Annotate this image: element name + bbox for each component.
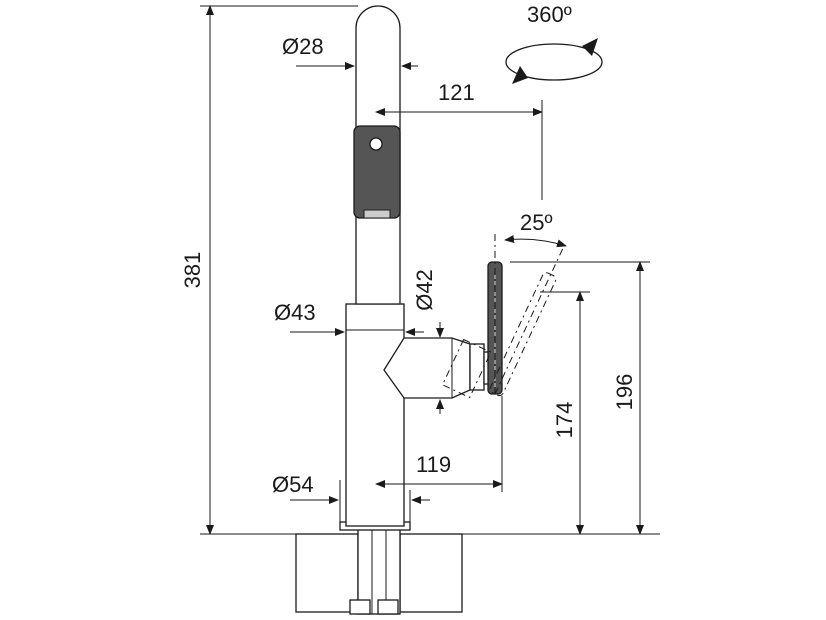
countertop-section	[200, 533, 660, 613]
dim-label-handle-height: 196	[612, 374, 637, 411]
dim-label-base-diameter: Ø54	[272, 472, 314, 497]
dim-reach	[375, 100, 543, 200]
dim-label-total-height: 381	[180, 252, 205, 289]
dim-total-height	[200, 5, 358, 535]
dim-label-angle: 25º	[520, 210, 553, 235]
spray-head	[353, 125, 401, 219]
spray-button-icon	[369, 137, 383, 151]
faucet-body	[345, 303, 405, 527]
dim-handle-reach	[375, 396, 503, 492]
dim-handle-height	[510, 261, 650, 535]
mounting-shank	[339, 521, 411, 615]
dim-label-handle-reach: 119	[416, 452, 451, 477]
dim-label-spout-height: 174	[552, 402, 577, 439]
dim-label-reach: 121	[438, 80, 475, 105]
dim-label-lever-diameter: Ø42	[412, 269, 437, 311]
handle-lever-tilted	[441, 230, 565, 399]
rotation-label: 360º	[527, 2, 572, 27]
rotation-360-icon	[505, 38, 603, 84]
dim-label-body-diameter: Ø43	[274, 300, 316, 325]
dim-spout-height	[540, 291, 590, 535]
dim-base-diameter	[290, 480, 430, 522]
dim-label-spout-diameter: Ø28	[282, 34, 324, 59]
dim-angle	[504, 235, 567, 248]
